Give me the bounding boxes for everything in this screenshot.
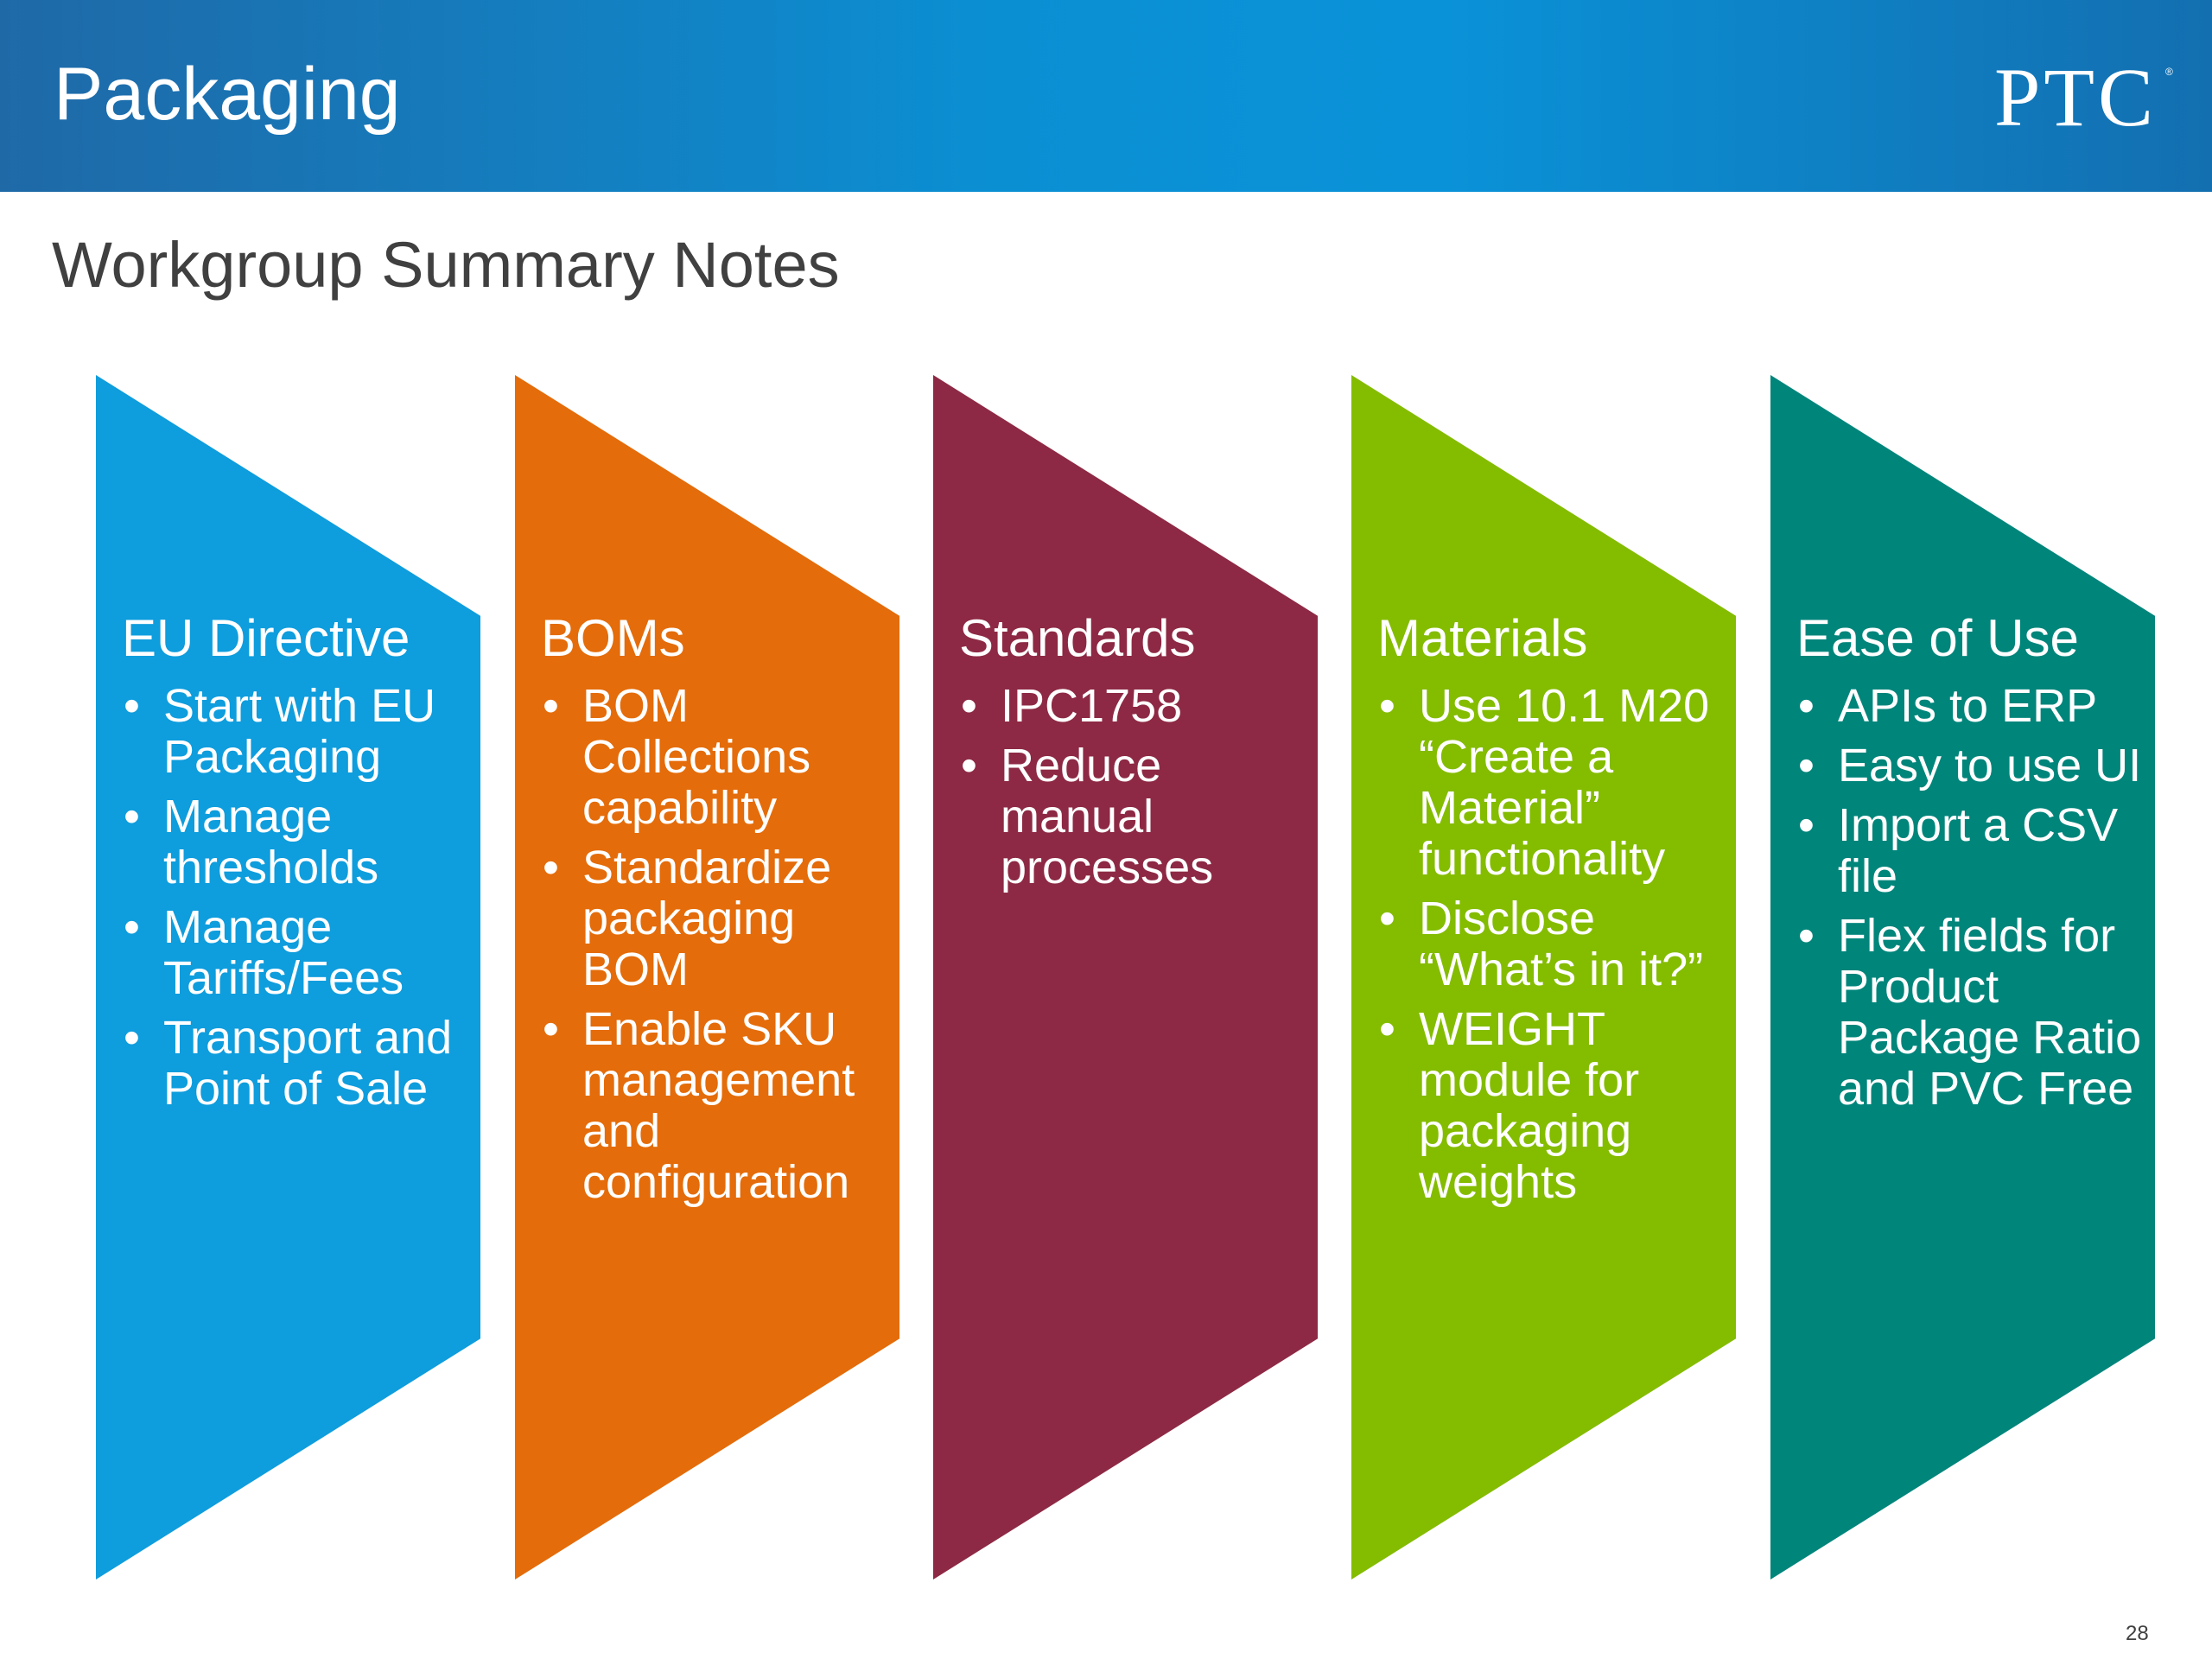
bullet-text: Disclose “What’s in it?” [1419, 893, 1704, 995]
bullet-dot: • [1798, 740, 1815, 791]
bullet-text: Use 10.1 M20 “Create a Material” functio… [1419, 680, 1710, 885]
bullet-item: • Enable SKU management and configuration [541, 1004, 904, 1208]
bullet-dot: • [1379, 893, 1395, 944]
bullet-dot: • [961, 740, 977, 791]
bullet-item: • APIs to ERP [1796, 681, 2159, 732]
bullet-item: • Easy to use UI [1796, 741, 2159, 791]
boms-panel: BOMs • BOM Collections capability • Standa… [541, 608, 904, 1217]
bullet-dot: • [1798, 910, 1815, 962]
bullet-dot: • [124, 1012, 140, 1064]
bullet-dot: • [1379, 680, 1395, 732]
slide-title: Packaging [54, 53, 401, 136]
bullet-list: • BOM Collections capability • Standardize… [541, 681, 904, 1208]
column-title: EU Directive [122, 609, 410, 667]
bullet-text: IPC1758 [1001, 680, 1183, 732]
bullet-dot: • [124, 901, 140, 953]
bullet-text: Reduce manual processes [1001, 740, 1214, 893]
bullet-text: Manage Tariffs/Fees [163, 901, 404, 1004]
bullet-list: • IPC1758 • Reduce manual processes [959, 681, 1322, 893]
ptc-logo: PTC [1994, 51, 2158, 143]
materials-panel: Materials • Use 10.1 M20 “Create a Materi… [1377, 608, 1740, 1217]
bullet-text: BOM Collections capability [582, 680, 811, 834]
bullet-item: • Standardize packaging BOM [541, 842, 904, 995]
registered-mark: ® [2165, 66, 2173, 78]
bullet-dot: • [1798, 680, 1815, 732]
bullet-item: • Manage thresholds [122, 791, 485, 893]
bullet-dot: • [1798, 799, 1815, 851]
standards-chevron [933, 375, 1318, 1580]
bullet-text: Transport and Point of Sale [163, 1012, 453, 1115]
bullet-dot: • [124, 791, 140, 842]
bullet-item: • Reduce manual processes [959, 741, 1322, 893]
bullet-dot: • [961, 680, 977, 732]
column-title: Standards [959, 609, 1196, 667]
column-title: BOMs [541, 609, 685, 667]
bullet-item: • Disclose “What’s in it?” [1377, 893, 1740, 995]
bullet-text: Easy to use UI [1838, 740, 2142, 791]
bullet-list: • Start with EU Packaging • Manage thresho… [122, 681, 485, 1115]
bullet-item: • Import a CSV file [1796, 800, 2159, 902]
ease-of-use-panel: Ease of Use • APIs to ERP • Easy to use UI… [1796, 608, 2159, 1123]
bullet-text: Start with EU Packaging [163, 680, 436, 783]
standards-panel: Standards • IPC1758 • Reduce manual proces… [959, 608, 1322, 902]
eu-directive-panel: EU Directive • Start with EU Packaging • M… [122, 608, 485, 1123]
bullet-dot: • [543, 680, 559, 732]
bullet-item: • Start with EU Packaging [122, 681, 485, 783]
column-title: Ease of Use [1796, 609, 2079, 667]
bullet-text: APIs to ERP [1838, 680, 2098, 732]
page-number: 28 [2126, 1622, 2149, 1645]
bullet-text: Manage thresholds [163, 791, 379, 893]
slide-subtitle: Workgroup Summary Notes [52, 229, 840, 301]
bullet-text: Standardize packaging BOM [582, 842, 832, 995]
bullet-item: • Flex fields for Product Package Ratio a… [1796, 911, 2159, 1115]
bullet-item: • Use 10.1 M20 “Create a Material” functi… [1377, 681, 1740, 885]
boms-chevron [515, 375, 899, 1580]
bullet-list: • Use 10.1 M20 “Create a Material” functi… [1377, 681, 1740, 1208]
bullet-dot: • [124, 680, 140, 732]
bullet-dot: • [543, 1003, 559, 1055]
slide-header: Packaging PTC ® [0, 0, 2212, 192]
bullet-list: • APIs to ERP • Easy to use UI • Import a C… [1796, 681, 2159, 1115]
bullet-item: • IPC1758 [959, 681, 1322, 732]
bullet-item: • Manage Tariffs/Fees [122, 902, 485, 1004]
bullet-dot: • [1379, 1003, 1395, 1055]
column-title: Materials [1377, 609, 1588, 667]
bullet-item: • BOM Collections capability [541, 681, 904, 834]
bullet-text: Import a CSV file [1838, 799, 2119, 902]
ease-of-use-chevron [1770, 375, 2155, 1580]
bullet-item: • Transport and Point of Sale [122, 1013, 485, 1115]
bullet-text: Flex fields for Product Package Ratio an… [1838, 910, 2142, 1115]
bullet-item: • WEIGHT module for packaging weights [1377, 1004, 1740, 1208]
bullet-dot: • [543, 842, 559, 893]
bullet-text: Enable SKU management and configuration [582, 1003, 855, 1208]
bullet-text: WEIGHT module for packaging weights [1419, 1003, 1640, 1208]
